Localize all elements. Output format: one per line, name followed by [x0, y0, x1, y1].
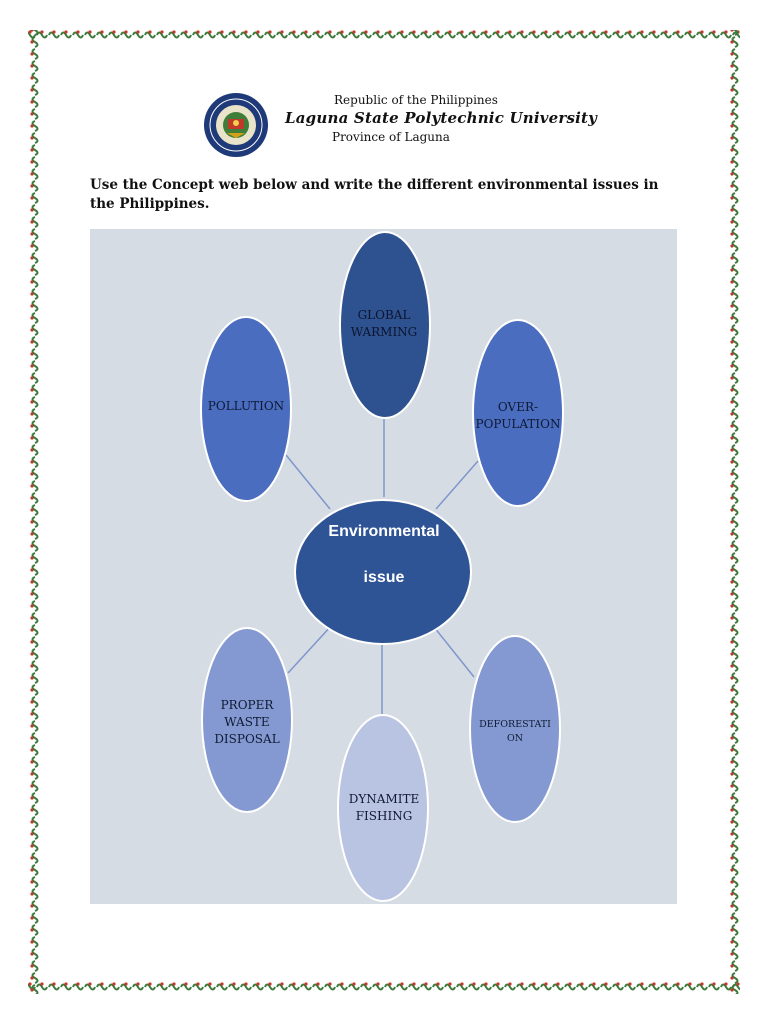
label-pollution: POLLUTION [207, 398, 285, 413]
label-proper-waste-disposal: PROPER WASTE DISPOSAL [214, 697, 280, 746]
node-pollution [200, 316, 292, 502]
label-deforestation: DEFORESTATION [479, 719, 551, 744]
province-line: Province of Laguna [332, 130, 450, 144]
university-name: Laguna State Polytechnic University [285, 109, 598, 127]
label-over-population: OVER-POPULATION [475, 400, 561, 431]
center-node-label: Environmental issue [296, 520, 472, 590]
connector-over-population [435, 460, 479, 510]
connector-proper-waste-disposal [287, 624, 333, 674]
node-dynamite-fishing [337, 714, 429, 902]
node-global-warming [339, 231, 431, 419]
center-node [294, 499, 472, 645]
label-global-warming: GLOBAL WARMING [350, 308, 418, 339]
connector-pollution [285, 454, 331, 510]
republic-line: Republic of the Philippines [334, 93, 498, 107]
node-over-population [472, 319, 564, 507]
concept-web-diagram [90, 229, 677, 904]
university-seal-icon [204, 93, 268, 157]
node-deforestation [469, 635, 561, 823]
label-dynamite-fishing: DYNAMITE FISHING [348, 792, 420, 823]
node-proper-waste-disposal [201, 627, 293, 813]
connectors [285, 417, 479, 717]
connector-deforestation [433, 626, 475, 678]
center-label-line2: issue [363, 569, 405, 586]
instructions-text: Use the Concept web below and write the … [90, 177, 659, 212]
center-label-line1: Environmental [328, 523, 440, 540]
